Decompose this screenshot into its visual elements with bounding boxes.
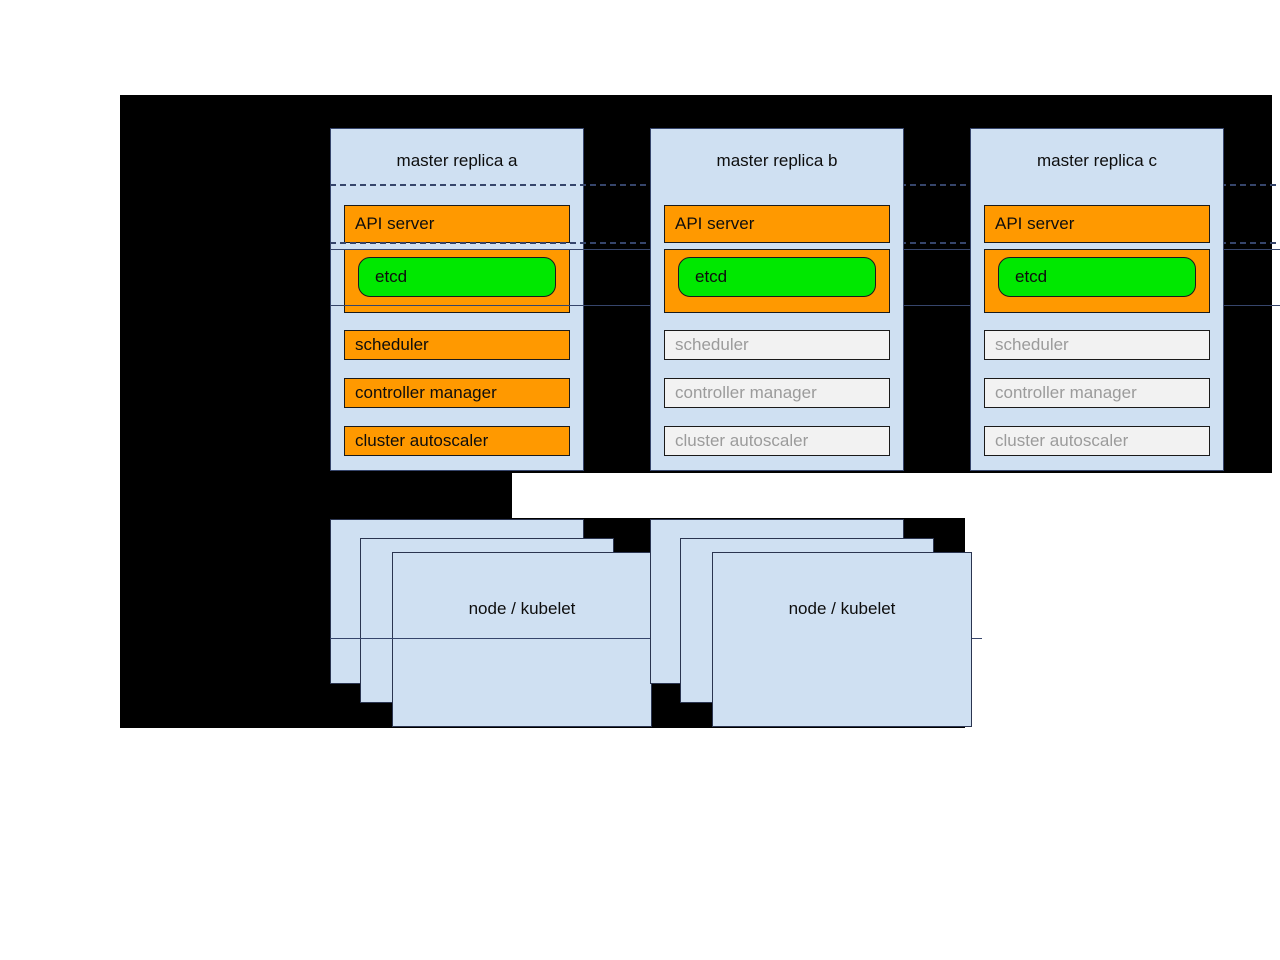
node-group-1-label: node / kubelet xyxy=(468,599,576,618)
node-group-2-card-front[interactable] xyxy=(712,552,972,727)
replica-a-controller-manager-label: controller manager xyxy=(355,383,497,402)
backdrop-block-midleft xyxy=(120,473,512,518)
master-replica-b-title: master replica b xyxy=(716,151,838,170)
replica-b-cluster-autoscaler[interactable]: cluster autoscaler xyxy=(664,426,890,456)
replica-a-scheduler-label: scheduler xyxy=(355,335,429,354)
replica-b-scheduler[interactable]: scheduler xyxy=(664,330,890,360)
replica-c-scheduler-label: scheduler xyxy=(995,335,1069,354)
replica-a-controller-manager[interactable]: controller manager xyxy=(344,378,570,408)
replica-c-scheduler[interactable]: scheduler xyxy=(984,330,1210,360)
replica-c-api-server[interactable]: API server xyxy=(984,205,1210,243)
replica-c-controller-manager-label: controller manager xyxy=(995,383,1137,402)
replica-b-etcd[interactable]: etcd xyxy=(678,257,876,297)
replica-a-etcd[interactable]: etcd xyxy=(358,257,556,297)
node-group-1-card-front[interactable] xyxy=(392,552,652,727)
replica-a-cluster-autoscaler[interactable]: cluster autoscaler xyxy=(344,426,570,456)
replica-b-controller-manager-label: controller manager xyxy=(675,383,817,402)
replica-a-api-server-label: API server xyxy=(355,214,435,233)
replica-b-controller-manager[interactable]: controller manager xyxy=(664,378,890,408)
master-replica-c-title: master replica c xyxy=(1037,151,1157,170)
replica-b-api-server[interactable]: API server xyxy=(664,205,890,243)
replica-b-scheduler-label: scheduler xyxy=(675,335,749,354)
replica-c-cluster-autoscaler-label: cluster autoscaler xyxy=(995,431,1129,450)
replica-c-api-server-label: API server xyxy=(995,214,1075,233)
master-replica-a-title: master replica a xyxy=(396,151,518,170)
replica-b-api-server-label: API server xyxy=(675,214,755,233)
replica-b-cluster-autoscaler-label: cluster autoscaler xyxy=(675,431,809,450)
replica-a-etcd-label: etcd xyxy=(375,267,408,286)
replica-a-api-server[interactable]: API server xyxy=(344,205,570,243)
node-group-2-label: node / kubelet xyxy=(788,599,896,618)
replica-c-controller-manager[interactable]: controller manager xyxy=(984,378,1210,408)
replica-a-scheduler[interactable]: scheduler xyxy=(344,330,570,360)
replica-c-etcd[interactable]: etcd xyxy=(998,257,1196,297)
replica-b-etcd-label: etcd xyxy=(695,267,728,286)
replica-c-etcd-label: etcd xyxy=(1015,267,1048,286)
replica-a-cluster-autoscaler-label: cluster autoscaler xyxy=(355,431,489,450)
replica-c-cluster-autoscaler[interactable]: cluster autoscaler xyxy=(984,426,1210,456)
